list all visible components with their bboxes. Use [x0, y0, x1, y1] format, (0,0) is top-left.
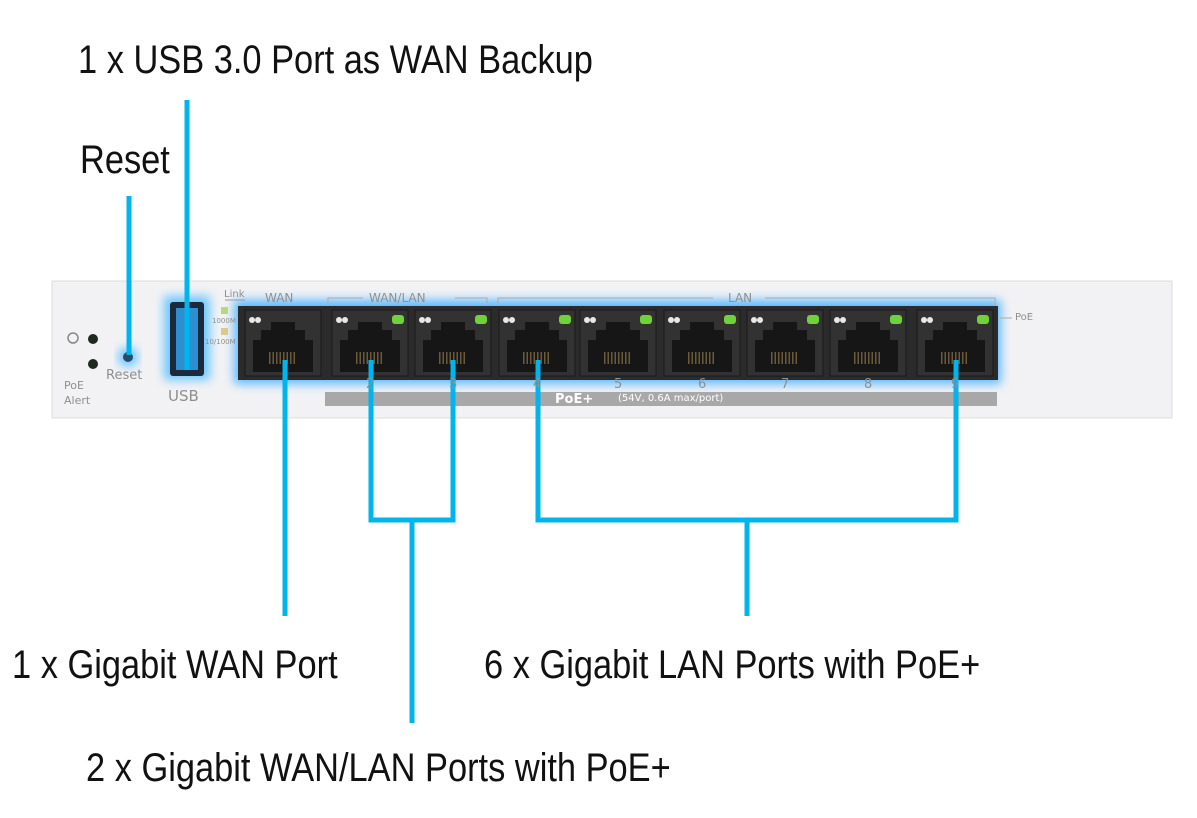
group-wan-label: WAN — [265, 291, 294, 305]
speed-1000-label: 1000M — [212, 317, 236, 325]
status-led — [834, 317, 840, 323]
ethernet-port[interactable] — [414, 309, 492, 377]
link-label: Link — [224, 289, 245, 300]
callout-wan: 1 x Gigabit WAN Port — [12, 643, 338, 687]
poe-bar-title: PoE+ — [555, 392, 594, 407]
port-number: 9 — [951, 377, 960, 392]
status-led — [584, 317, 590, 323]
ethernet-port[interactable] — [498, 309, 576, 377]
alert-label: Alert — [64, 394, 91, 407]
callout-reset: Reset — [80, 138, 170, 182]
power-icon — [67, 332, 79, 344]
poe-bar-spec: (54V, 0.6A max/port) — [618, 393, 724, 404]
poe-led — [890, 315, 902, 324]
poe-side-label: PoE — [1015, 312, 1034, 323]
port-number: 7 — [781, 377, 790, 392]
status-led — [921, 317, 927, 323]
poe-led — [807, 315, 819, 324]
status-led — [751, 317, 757, 323]
status-led — [419, 317, 425, 323]
status-led — [336, 317, 342, 323]
usb-label: USB — [168, 387, 199, 405]
callout-wanlan: 2 x Gigabit WAN/LAN Ports with PoE+ — [86, 746, 671, 790]
port-number: 5 — [614, 377, 623, 392]
poe-bar — [325, 392, 997, 406]
port-number: 2 — [366, 377, 375, 392]
poe-alert-led — [88, 359, 98, 369]
ethernet-port[interactable] — [579, 309, 657, 377]
speed-10-100-label: 10/100M — [205, 338, 236, 346]
callout-lines — [126, 100, 959, 723]
power-led — [88, 334, 98, 344]
group-lan-label: LAN — [728, 291, 753, 305]
ethernet-port[interactable] — [331, 309, 409, 377]
reset-label: Reset — [106, 368, 143, 383]
status-led — [668, 317, 674, 323]
status-led — [249, 317, 255, 323]
poe-led — [392, 315, 404, 324]
poe-led — [559, 315, 571, 324]
status-led — [503, 317, 509, 323]
port-number: 8 — [864, 377, 873, 392]
port-number: 3 — [449, 377, 458, 392]
poe-led — [475, 315, 487, 324]
poe-label: PoE — [64, 379, 84, 392]
ethernet-port[interactable] — [829, 309, 907, 377]
port-number: 6 — [698, 377, 707, 392]
port-number: 4 — [533, 377, 542, 392]
group-wanlan-label: WAN/LAN — [369, 291, 426, 305]
ethernet-port[interactable] — [746, 309, 824, 377]
callout-lan: 6 x Gigabit LAN Ports with PoE+ — [484, 643, 981, 687]
callout-usb: 1 x USB 3.0 Port as WAN Backup — [78, 38, 593, 82]
ethernet-port[interactable] — [663, 309, 741, 377]
poe-led — [977, 315, 989, 324]
poe-led — [640, 315, 652, 324]
poe-led — [724, 315, 736, 324]
